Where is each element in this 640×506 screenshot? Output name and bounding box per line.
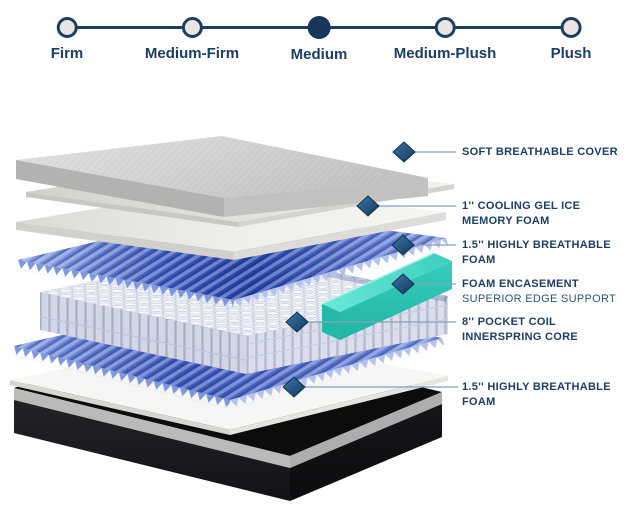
firmness-dot-medium — [307, 16, 331, 39]
firmness-step-plush[interactable]: Plush — [550, 17, 592, 62]
diamond-marker — [285, 311, 309, 333]
firmness-step-firm[interactable]: Firm — [50, 17, 84, 62]
firmness-dot-medium-firm — [181, 17, 203, 38]
firmness-dot-medium-plush — [434, 17, 456, 38]
firmness-step-label: Medium-Plush — [393, 45, 497, 62]
firmness-step-label: Medium-Firm — [144, 45, 240, 62]
callout-markers — [282, 141, 416, 398]
firmness-scale: Firm Medium-Firm Medium Medium-Plush Plu… — [0, 0, 640, 75]
diamond-marker — [282, 376, 306, 398]
diamond-marker — [391, 234, 415, 256]
firmness-step-medium-plush[interactable]: Medium-Plush — [393, 17, 497, 62]
firmness-step-medium[interactable]: Medium — [290, 16, 348, 63]
firmness-dot-plush — [560, 17, 582, 38]
firmness-step-medium-firm[interactable]: Medium-Firm — [145, 17, 239, 62]
layer-soft-cover — [16, 136, 428, 217]
diamond-marker — [392, 141, 416, 163]
diamond-marker — [356, 195, 380, 217]
firmness-step-label: Firm — [50, 45, 84, 62]
firmness-dot-firm — [56, 17, 78, 38]
firmness-step-label: Plush — [550, 45, 592, 62]
firmness-step-label: Medium — [290, 46, 348, 63]
diamond-marker — [391, 273, 415, 295]
